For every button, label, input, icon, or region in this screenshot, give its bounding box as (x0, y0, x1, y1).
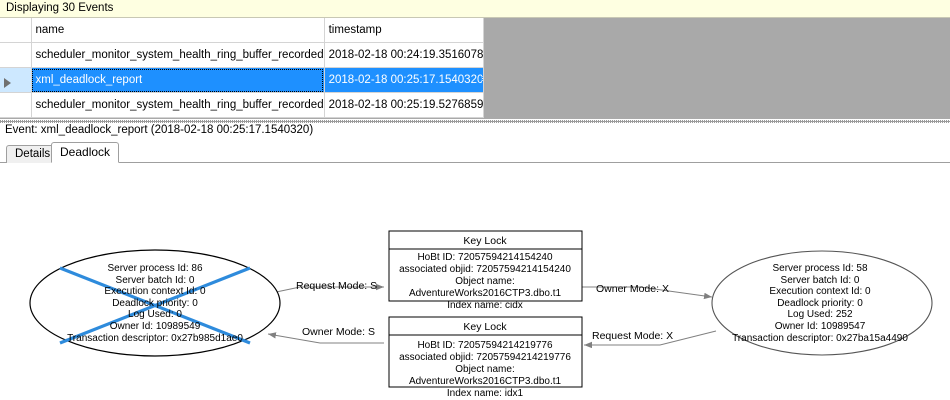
table-row[interactable]: scheduler_monitor_system_health_ring_buf… (0, 42, 485, 68)
key-lock-bottom-line: HoBt ID: 72057594214219776 (417, 340, 553, 351)
edge-owner-x (582, 286, 713, 300)
row-selector-arrow-icon (4, 78, 11, 89)
row-selector-cell[interactable] (0, 92, 32, 118)
deadlock-graph-svg (29, 230, 933, 388)
key-lock-bottom-details: HoBt ID: 72057594214219776 associated ob… (390, 340, 580, 400)
key-lock-bottom-title: Key Lock (463, 321, 507, 333)
key-lock-top-title: Key Lock (463, 235, 507, 247)
event-caption: Event: xml_deadlock_report (2018-02-18 0… (5, 124, 314, 136)
resource-node-key-lock-top[interactable] (388, 230, 583, 302)
table-row[interactable]: scheduler_monitor_system_health_ring_buf… (0, 92, 485, 118)
row-selector-cell[interactable] (0, 67, 32, 93)
key-lock-top-line: HoBt ID: 72057594214154240 (417, 252, 553, 263)
key-lock-top-line: associated objid: 72057594214154240 (399, 264, 571, 275)
process-node-right[interactable] (711, 250, 933, 356)
key-lock-top-details: HoBt ID: 72057594214154240 associated ob… (390, 252, 580, 312)
row-selector-cell[interactable] (0, 42, 32, 68)
column-header-name[interactable]: name (31, 18, 325, 43)
key-lock-top-line: Index name: cidx (447, 300, 523, 311)
events-banner: Displaying 30 Events (0, 0, 950, 18)
victim-cross-icon (59, 266, 251, 345)
column-header-timestamp[interactable]: timestamp (324, 18, 485, 43)
edge-label-owner-s: Owner Mode: S (302, 326, 375, 338)
edge-request-x (584, 330, 717, 349)
edge-label-owner-x: Owner Mode: X (596, 283, 669, 295)
key-lock-bottom-line: Index name: idx1 (446, 388, 524, 399)
edge-owner-s (267, 332, 384, 344)
table-row[interactable]: xml_deadlock_report 2018-02-18 00:25:17.… (0, 67, 485, 93)
key-lock-bottom-line: Object name: AdventureWorks2016CTP3.dbo.… (408, 364, 562, 387)
events-grid-header-row: name timestamp (0, 18, 485, 43)
edge-label-request-s: Request Mode: S (296, 280, 378, 292)
key-lock-bottom-line: associated objid: 72057594214219776 (399, 352, 571, 363)
cell-name[interactable]: xml_deadlock_report (31, 67, 325, 93)
resource-node-key-lock-bottom[interactable] (388, 316, 583, 388)
horizontal-splitter[interactable] (0, 119, 950, 124)
cell-name[interactable]: scheduler_monitor_system_health_ring_buf… (31, 92, 325, 118)
cell-timestamp[interactable]: 2018-02-18 00:24:19.3516078 (324, 42, 485, 68)
key-lock-top-line: Object name: AdventureWorks2016CTP3.dbo.… (408, 276, 562, 299)
cell-name[interactable]: scheduler_monitor_system_health_ring_buf… (31, 42, 325, 68)
tab-strip-baseline (0, 162, 950, 163)
cell-timestamp[interactable]: 2018-02-18 00:25:17.1540320 (324, 67, 485, 93)
events-grid-area[interactable]: name timestamp scheduler_monitor_system_… (0, 18, 950, 119)
edge-label-request-x: Request Mode: X (592, 330, 674, 342)
events-grid[interactable]: name timestamp scheduler_monitor_system_… (0, 18, 485, 118)
tab-deadlock[interactable]: Deadlock (51, 142, 120, 163)
events-banner-label: Displaying 30 Events (6, 2, 114, 14)
deadlock-graph-canvas[interactable]: Server process Id: 86 Server batch Id: 0… (0, 163, 950, 400)
cell-timestamp[interactable]: 2018-02-18 00:25:19.5276859 (324, 92, 485, 118)
tab-strip: Details Deadlock (0, 141, 950, 163)
column-header-selector (0, 18, 32, 43)
tab-details[interactable]: Details (6, 145, 60, 163)
